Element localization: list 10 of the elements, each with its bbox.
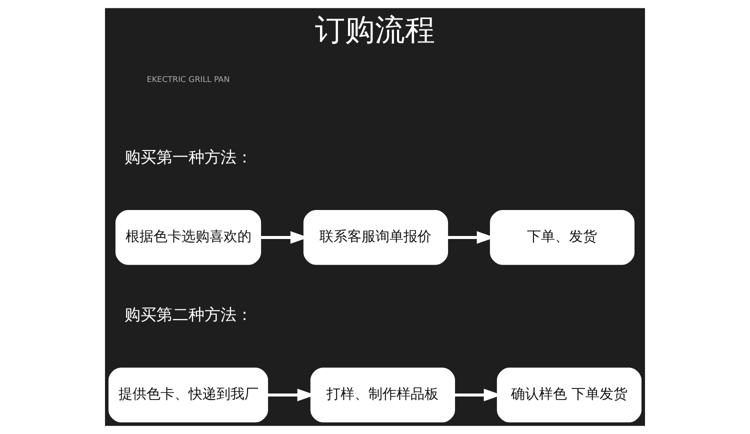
node-box: 联系客服询单报价 xyxy=(303,210,448,265)
label: EKECTRIC GRILL PAN xyxy=(146,74,230,84)
node-box: 提供色卡、快递到我厂 xyxy=(108,368,268,422)
node-box: 下单、发货 xyxy=(490,210,635,265)
diagram-title: 订购流程 xyxy=(315,12,435,48)
node-box: 根据色卡选购喜欢的 xyxy=(115,210,262,265)
node-box: 确认样色 下单发货 xyxy=(496,368,642,422)
label: 购买第二种方法： xyxy=(124,305,252,324)
label: 购买第一种方法： xyxy=(124,147,252,166)
node-box: 打样、制作样品板 xyxy=(310,368,456,422)
